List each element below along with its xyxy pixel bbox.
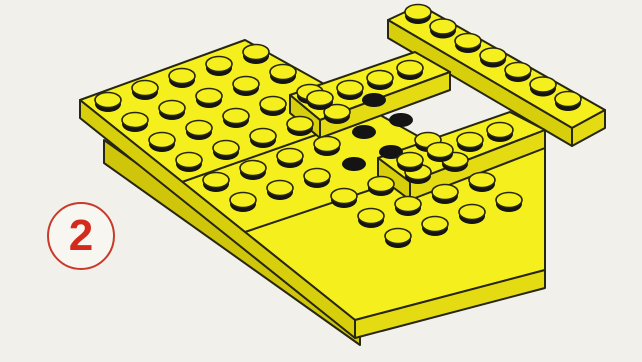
stud xyxy=(397,153,423,173)
stud-hole xyxy=(352,125,376,139)
stud xyxy=(555,92,581,112)
stud xyxy=(430,19,456,39)
stud xyxy=(250,129,276,149)
stud xyxy=(385,229,411,249)
stud xyxy=(432,185,458,205)
stud xyxy=(132,81,158,101)
stud-hole xyxy=(362,93,386,107)
stud xyxy=(213,141,239,161)
stud xyxy=(267,181,293,201)
stud xyxy=(367,71,393,91)
step-badge: 2 xyxy=(47,202,115,270)
stud xyxy=(206,57,232,77)
stud xyxy=(243,45,269,65)
stud xyxy=(287,117,313,137)
stud xyxy=(176,153,202,173)
stud xyxy=(455,34,481,54)
stud xyxy=(260,97,286,117)
stud xyxy=(459,205,485,225)
stud xyxy=(240,161,266,181)
stud xyxy=(307,91,333,111)
stud xyxy=(149,133,175,153)
stud xyxy=(358,209,384,229)
stud xyxy=(196,89,222,109)
stud xyxy=(368,177,394,197)
stud-hole xyxy=(342,157,366,171)
stud xyxy=(304,169,330,189)
stud xyxy=(405,5,431,25)
stud xyxy=(395,197,421,217)
stud xyxy=(331,189,357,209)
stud xyxy=(186,121,212,141)
stud xyxy=(496,193,522,213)
stud xyxy=(469,173,495,193)
stud xyxy=(277,149,303,169)
stud xyxy=(230,193,256,213)
stud xyxy=(337,81,363,101)
stud xyxy=(95,93,121,113)
stud xyxy=(159,101,185,121)
stud xyxy=(169,69,195,89)
stud xyxy=(203,173,229,193)
stud xyxy=(487,123,513,143)
stud xyxy=(233,77,259,97)
stud xyxy=(422,217,448,237)
stud-hole xyxy=(389,113,413,127)
stud xyxy=(457,133,483,153)
stud xyxy=(122,113,148,133)
stud xyxy=(427,143,453,163)
stud xyxy=(314,137,340,157)
stud xyxy=(505,63,531,83)
stud xyxy=(530,77,556,97)
stud xyxy=(270,65,296,85)
stud xyxy=(223,109,249,129)
stud xyxy=(480,48,506,68)
stud xyxy=(397,61,423,81)
step-number: 2 xyxy=(69,214,93,258)
